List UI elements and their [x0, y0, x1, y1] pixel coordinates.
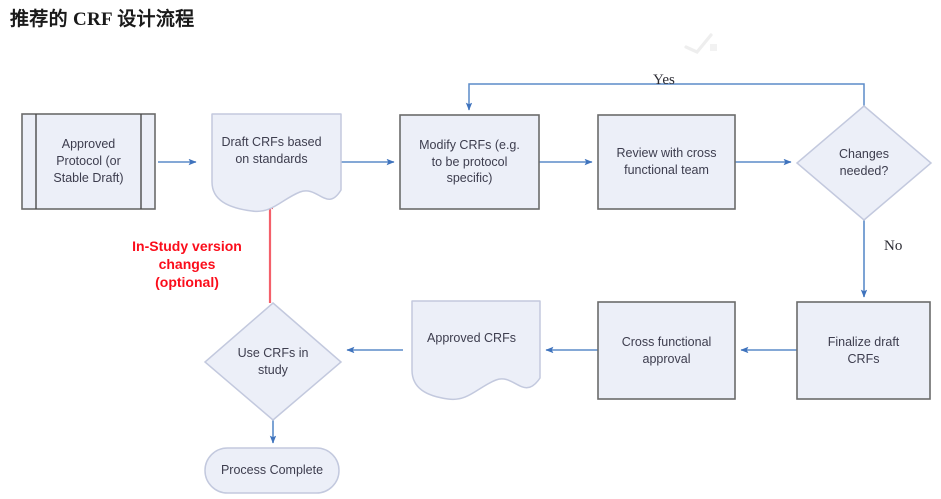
node-draft-crfs[interactable] [211, 113, 342, 213]
edge-label-no: No [884, 238, 903, 254]
node-modify-crfs[interactable] [399, 114, 540, 210]
node-cross-functional-approval[interactable] [597, 301, 736, 400]
edge-label-yes: Yes [653, 72, 675, 88]
node-review-cross-functional[interactable] [597, 114, 736, 210]
faint-checkmark-artifact [684, 33, 717, 54]
node-approved-crfs[interactable] [411, 300, 541, 401]
node-process-complete[interactable] [204, 447, 340, 494]
annotation-in-study-note: In-Study version changes (optional) [132, 238, 242, 290]
node-changes-needed[interactable] [795, 105, 933, 221]
page-title: 推荐的 CRF 设计流程 [10, 9, 195, 30]
edge-decision-yes-to-modify [465, 83, 865, 111]
node-approved-protocol[interactable] [21, 113, 156, 210]
node-finalize-draft-crfs[interactable] [796, 301, 931, 400]
node-use-crfs-in-study[interactable] [203, 302, 343, 421]
